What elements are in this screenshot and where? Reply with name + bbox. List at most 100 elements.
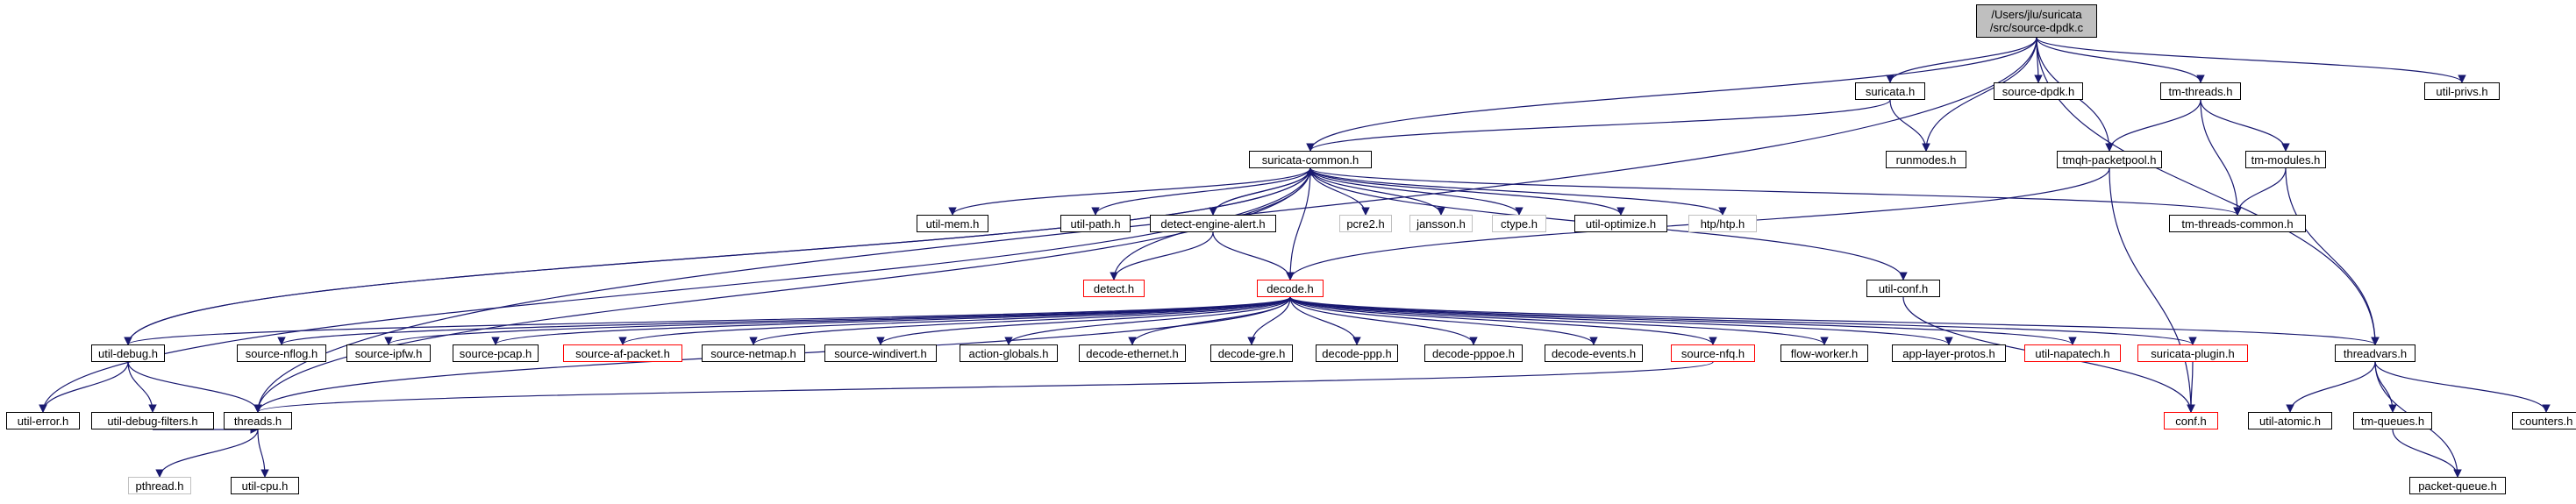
edge-decode-h-to-suricata-common-h	[1289, 167, 1315, 280]
node-app-layer-protos-h[interactable]: app-layer-protos.h	[1892, 344, 2006, 362]
edge-threadvars-h-to-tm-queues-h	[2374, 361, 2397, 413]
node-flow-worker-h[interactable]: flow-worker.h	[1780, 344, 1868, 362]
edge-decode-h-to-decode-pppoe-h	[1289, 296, 1478, 345]
edge-tm-modules-h-to-tm-threads-common-h	[2233, 167, 2287, 216]
node-detect-h[interactable]: detect.h	[1083, 280, 1145, 297]
edge-decode-h-to-source-ipfw-h	[384, 296, 1291, 345]
edge-suricata-plugin-h-to-conf-h	[2187, 361, 2195, 413]
node-util-path-h[interactable]: util-path.h	[1060, 215, 1131, 232]
edge-root-to-runmodes-h	[1922, 37, 2037, 152]
edge-decode-h-to-app-layer-protos-h	[1289, 296, 1953, 345]
node-decode-events-h[interactable]: decode-events.h	[1545, 344, 1643, 362]
node-detect-engine-alert-h[interactable]: detect-engine-alert.h	[1150, 215, 1276, 232]
edge-suricata-common-h-to-htp-h	[1309, 167, 1727, 216]
node-suricata-plugin-h[interactable]: suricata-plugin.h	[2137, 344, 2248, 362]
node-source-pcap-h[interactable]: source-pcap.h	[453, 344, 539, 362]
node-runmodes-h[interactable]: runmodes.h	[1886, 151, 1966, 168]
edge-root-to-util-privs-h	[2036, 37, 2466, 83]
node-decode-gre-h[interactable]: decode-gre.h	[1210, 344, 1293, 362]
edge-root-to-suricata-common-h	[1306, 37, 2037, 152]
node-decode-ethernet-h[interactable]: decode-ethernet.h	[1079, 344, 1186, 362]
node-tm-threads-h[interactable]: tm-threads.h	[2160, 82, 2241, 100]
edge-suricata-common-h-to-util-mem-h	[948, 167, 1311, 216]
node-pcre2-h[interactable]: pcre2.h	[1339, 215, 1392, 232]
edge-util-debug-h-to-threads-h	[127, 361, 262, 413]
edge-root-to-suricata-h	[1886, 37, 2037, 83]
edge-tm-threads-h-to-tm-modules-h	[2200, 99, 2290, 152]
node-htp-h[interactable]: htp/htp.h	[1688, 215, 1757, 232]
edge-suricata-common-h-to-jansson-h	[1309, 167, 1445, 216]
node-pthread-h[interactable]: pthread.h	[128, 477, 191, 494]
edge-root-to-threads-h	[253, 37, 2037, 413]
edge-tm-modules-h-to-threadvars-h	[2285, 167, 2380, 345]
edge-tmqh-packetpool-h-to-conf-h	[2109, 167, 2195, 413]
edge-threads-h-to-pthread-h	[155, 429, 259, 478]
node-tm-modules-h[interactable]: tm-modules.h	[2245, 151, 2326, 168]
node-source-nflog-h[interactable]: source-nflog.h	[237, 344, 326, 362]
edge-decode-h-to-decode-ppp-h	[1289, 296, 1361, 345]
node-action-globals-h[interactable]: action-globals.h	[960, 344, 1058, 362]
node-tm-queues-h[interactable]: tm-queues.h	[2353, 412, 2432, 429]
node-source-netmap-h[interactable]: source-netmap.h	[702, 344, 805, 362]
edge-decode-h-to-source-windivert-h	[876, 296, 1291, 345]
edge-decode-h-to-source-nfq-h	[1289, 296, 1717, 345]
node-suricata-common-h[interactable]: suricata-common.h	[1249, 151, 1372, 168]
node-ctype-h[interactable]: ctype.h	[1492, 215, 1546, 232]
node-source-windivert-h[interactable]: source-windivert.h	[824, 344, 937, 362]
edge-detect-engine-alert-h-to-detect-h	[1110, 231, 1214, 280]
edge-suricata-common-h-to-util-optimize-h	[1309, 167, 1625, 216]
edge-decode-h-to-util-debug-h	[124, 296, 1291, 345]
edge-util-debug-h-to-util-debug-filters-h	[127, 361, 157, 413]
edge-tm-queues-h-to-packet-queue-h	[2392, 429, 2462, 478]
node-conf-h[interactable]: conf.h	[2164, 412, 2218, 429]
node-util-atomic-h[interactable]: util-atomic.h	[2248, 412, 2332, 429]
edge-suricata-common-h-to-tm-threads-common-h	[1309, 167, 2242, 216]
node-util-privs-h[interactable]: util-privs.h	[2424, 82, 2500, 100]
node-util-conf-h[interactable]: util-conf.h	[1866, 280, 1940, 297]
node-packet-queue-h[interactable]: packet-queue.h	[2409, 477, 2506, 494]
node-decode-h[interactable]: decode.h	[1257, 280, 1324, 297]
edge-root-to-tm-threads-h	[2036, 37, 2205, 83]
node-threadvars-h[interactable]: threadvars.h	[2335, 344, 2415, 362]
edge-decode-h-to-decode-events-h	[1289, 296, 1598, 345]
node-tm-threads-common-h[interactable]: tm-threads-common.h	[2169, 215, 2306, 232]
node-util-debug-filters-h[interactable]: util-debug-filters.h	[91, 412, 214, 429]
node-decode-pppoe-h[interactable]: decode-pppoe.h	[1424, 344, 1523, 362]
node-source-dpdk-h[interactable]: source-dpdk.h	[1994, 82, 2083, 100]
node-source-nfq-h[interactable]: source-nfq.h	[1671, 344, 1755, 362]
edge-decode-h-to-suricata-plugin-h	[1289, 296, 2197, 345]
node-source-ipfw-h[interactable]: source-ipfw.h	[346, 344, 431, 362]
node-threads-h[interactable]: threads.h	[224, 412, 292, 429]
node-util-error-h[interactable]: util-error.h	[6, 412, 80, 429]
edge-util-debug-h-to-suricata-common-h	[127, 167, 1315, 345]
edge-threadvars-h-to-util-atomic-h	[2286, 361, 2376, 413]
node-tmqh-packetpool-h[interactable]: tmqh-packetpool.h	[2057, 151, 2162, 168]
node-root[interactable]: /Users/jlu/suricata /src/source-dpdk.c	[1976, 4, 2097, 38]
edge-decode-h-to-source-af-packet-h	[618, 296, 1291, 345]
edge-suricata-h-to-suricata-common-h	[1306, 99, 1891, 152]
edge-decode-h-to-threadvars-h	[1289, 296, 2380, 345]
edge-decode-h-to-source-pcap-h	[491, 296, 1291, 345]
node-util-napatech-h[interactable]: util-napatech.h	[2024, 344, 2121, 362]
node-counters-h[interactable]: counters.h	[2512, 412, 2576, 429]
node-jansson-h[interactable]: jansson.h	[1409, 215, 1473, 232]
edge-threadvars-h-to-counters-h	[2374, 361, 2551, 413]
edge-decode-h-to-flow-worker-h	[1289, 296, 1829, 345]
node-suricata-h[interactable]: suricata.h	[1855, 82, 1925, 100]
edge-decode-h-to-decode-ethernet-h	[1128, 296, 1291, 345]
node-decode-ppp-h[interactable]: decode-ppp.h	[1316, 344, 1398, 362]
edge-threads-h-to-util-cpu-h	[257, 429, 269, 478]
edge-suricata-common-h-to-util-path-h	[1091, 167, 1311, 216]
edge-decode-h-to-action-globals-h	[1004, 296, 1291, 345]
node-util-mem-h[interactable]: util-mem.h	[917, 215, 988, 232]
edge-util-debug-h-to-util-error-h	[39, 361, 129, 413]
node-source-af-packet-h[interactable]: source-af-packet.h	[563, 344, 682, 362]
node-util-cpu-h[interactable]: util-cpu.h	[231, 477, 299, 494]
edge-tm-threads-h-to-tm-threads-common-h	[2200, 99, 2242, 216]
edge-suricata-common-h-to-ctype-h	[1309, 167, 1523, 216]
edge-suricata-h-to-runmodes-h	[1889, 99, 1930, 152]
edge-suricata-common-h-to-threads-h	[253, 167, 1311, 413]
node-util-debug-h[interactable]: util-debug.h	[91, 344, 165, 362]
node-util-optimize-h[interactable]: util-optimize.h	[1574, 215, 1667, 232]
